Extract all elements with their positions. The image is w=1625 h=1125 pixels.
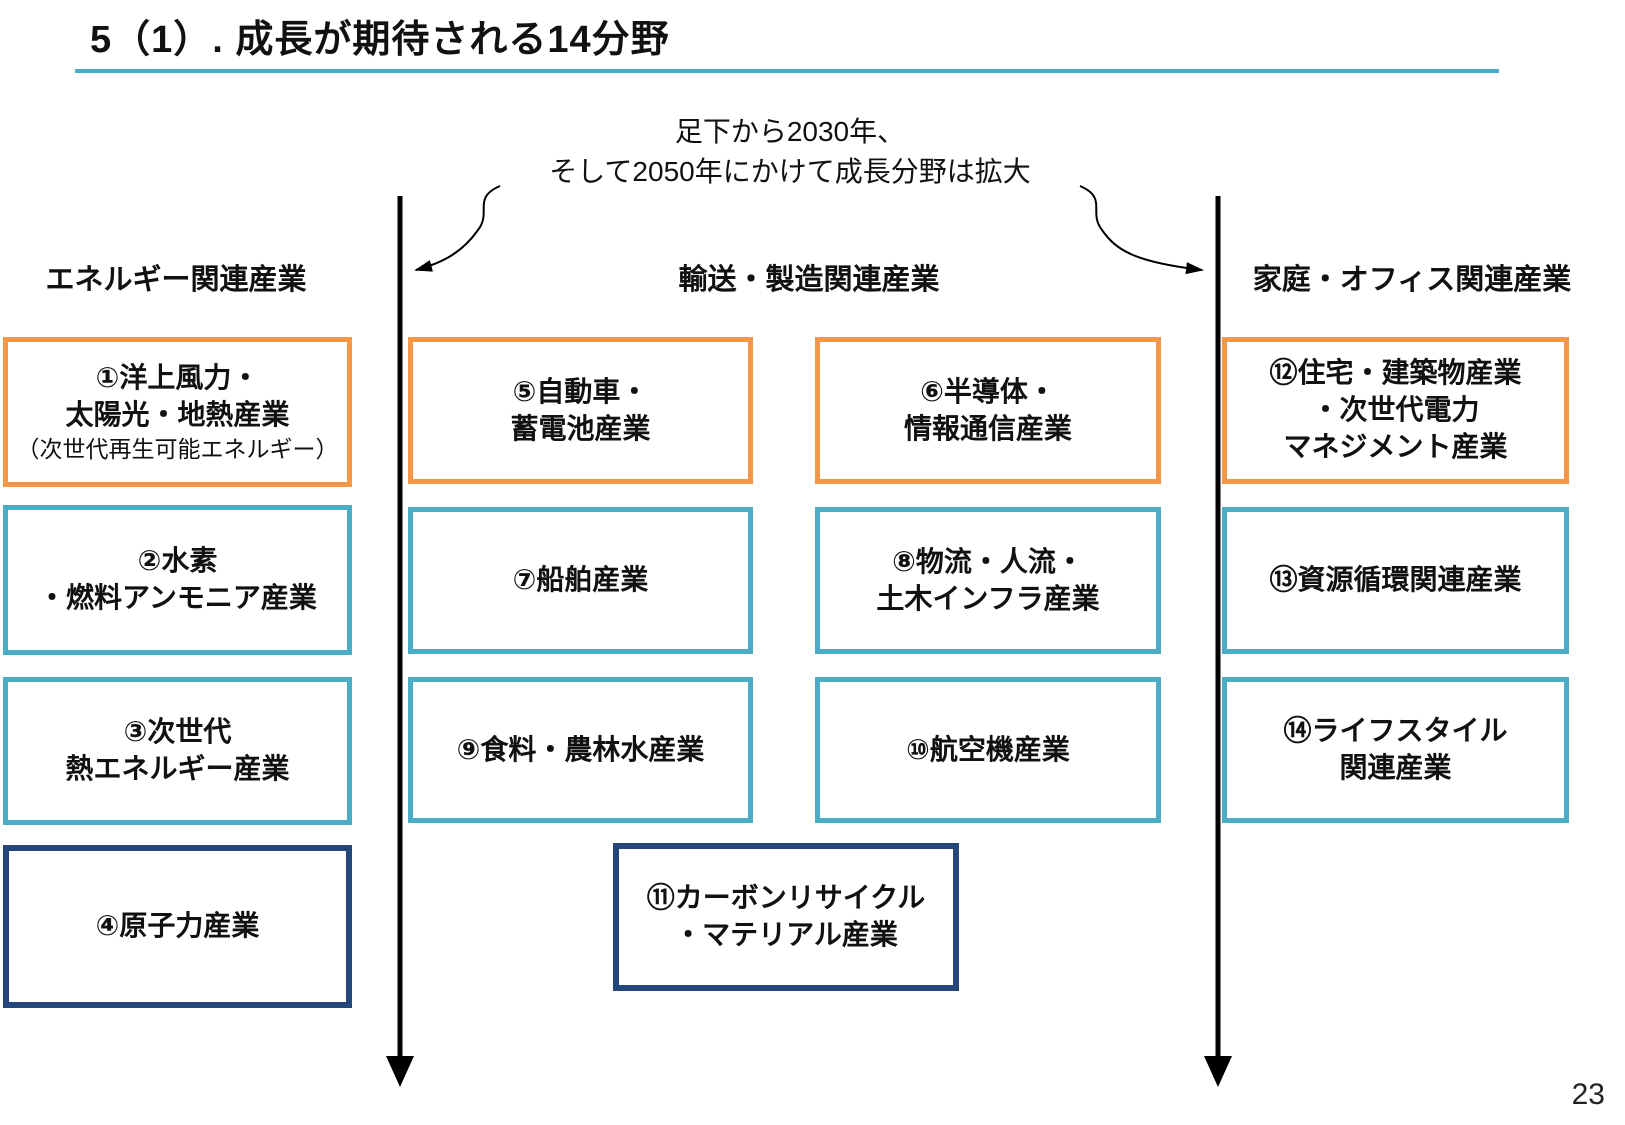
industry-box-5-automobile-battery: ⑤自動車・ 蓄電池産業 (408, 337, 753, 484)
industry-box-9-food-agriculture-forestry-fisheries: ⑨食料・農林水産業 (408, 677, 753, 823)
page-title: 5（1）. 成長が期待される14分野 (90, 19, 670, 61)
box-2-line: ②水素 (137, 545, 218, 577)
industry-box-4-nuclear: ④原子力産業 (3, 845, 352, 1008)
industry-box-8-logistics-infrastructure: ⑧物流・人流・ 土木インフラ産業 (815, 507, 1161, 654)
box-9-line: ⑨食料・農林水産業 (456, 733, 705, 765)
page-number: 23 (1571, 1078, 1605, 1111)
industry-box-14-lifestyle: ⑭ライフスタイル 関連産業 (1222, 677, 1569, 823)
box-2-line: ・燃料アンモニア産業 (38, 582, 317, 613)
column-header-energy: エネルギー関連産業 (45, 264, 307, 296)
box-3-line: ③次世代 (123, 716, 232, 748)
box-8-line: ⑧物流・人流・ (892, 545, 1084, 577)
column-header-transport-manufacturing: 輸送・製造関連産業 (678, 264, 940, 296)
box-3-line: 熱エネルギー産業 (65, 753, 290, 784)
box-1-line: ①洋上風力・ (95, 361, 260, 393)
industry-box-3-next-gen-thermal-energy: ③次世代 熱エネルギー産業 (3, 677, 352, 825)
box-14-line: ⑭ライフスタイル (1283, 715, 1508, 747)
title-underline (75, 69, 1499, 73)
annotation-line-1: 足下から2030年、 (674, 116, 906, 147)
box-10-line: ⑩航空機産業 (906, 733, 1070, 765)
box-6-line: 情報通信産業 (903, 412, 1072, 444)
industry-box-12-housing-building-power-management: ⑫住宅・建築物産業 ・次世代電力 マネジメント産業 (1222, 337, 1569, 484)
box-5-line: ⑤自動車・ (512, 375, 649, 407)
box-1-subline: （次世代再生可能エネルギー） (16, 435, 339, 462)
industry-box-2-hydrogen-ammonia: ②水素 ・燃料アンモニア産業 (3, 505, 352, 655)
annotation-line-2: そして2050年にかけて成長分野は拡大 (549, 155, 1031, 187)
box-12-line: マネジメント産業 (1283, 430, 1508, 462)
box-12-line: ・次世代電力 (1311, 394, 1480, 426)
growth-annotation: 足下から2030年、 そして2050年にかけて成長分野は拡大 (440, 112, 1140, 192)
box-11-line: ⑪カーボンリサイクル (646, 882, 926, 914)
box-5-line: 蓄電池産業 (510, 412, 651, 444)
industry-box-1-offshore-wind-solar-geothermal: ①洋上風力・ 太陽光・地熱産業 （次世代再生可能エネルギー） (3, 337, 352, 487)
box-1-line: 太陽光・地熱産業 (65, 398, 290, 430)
box-6-line: ⑥半導体・ (920, 375, 1056, 407)
industry-box-11-carbon-recycling-materials: ⑪カーボンリサイクル ・マテリアル産業 (613, 843, 959, 991)
box-11-line: ・マテリアル産業 (674, 919, 898, 950)
industry-box-13-resource-circulation: ⑬資源循環関連産業 (1222, 507, 1569, 654)
box-4-line: ④原子力産業 (95, 910, 260, 942)
box-13-line: ⑬資源循環関連産業 (1269, 564, 1522, 596)
box-7-line: ⑦船舶産業 (512, 564, 649, 596)
industry-box-6-semiconductor-ict: ⑥半導体・ 情報通信産業 (815, 337, 1161, 484)
box-8-line: 土木インフラ産業 (876, 582, 1100, 614)
column-header-home-office: 家庭・オフィス関連産業 (1252, 264, 1572, 296)
box-12-line: ⑫住宅・建築物産業 (1269, 357, 1522, 389)
box-14-line: 関連産業 (1339, 752, 1452, 783)
industry-box-10-aircraft: ⑩航空機産業 (815, 677, 1161, 823)
industry-box-7-shipbuilding: ⑦船舶産業 (408, 507, 753, 654)
